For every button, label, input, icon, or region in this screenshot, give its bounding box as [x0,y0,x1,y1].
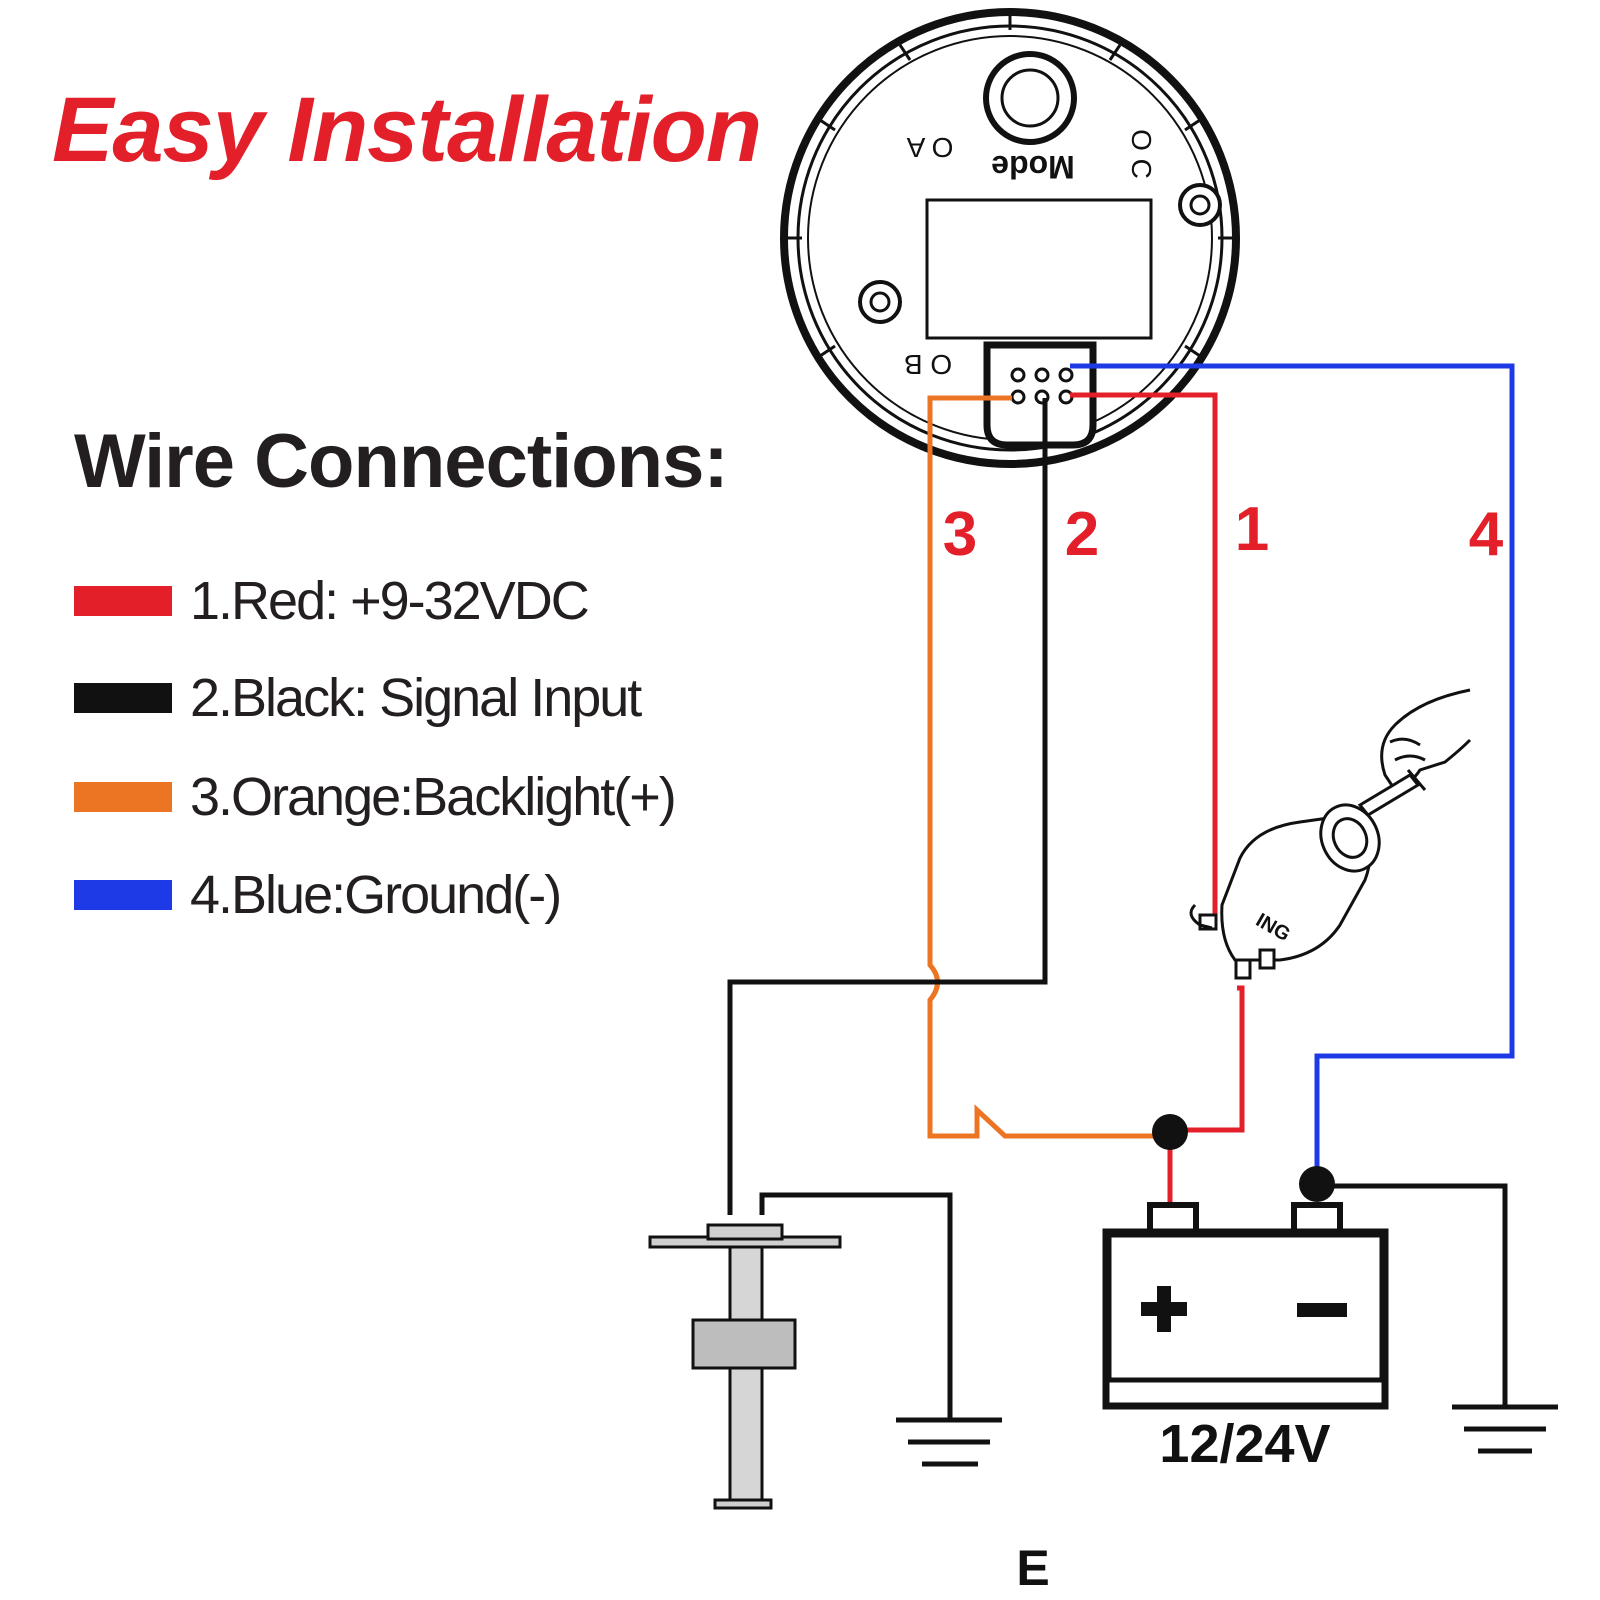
battery-minus-bar [1297,1303,1347,1317]
positive-junction [1152,1114,1188,1150]
ground-symbol-left [896,1417,1002,1467]
battery-plus-bar-v [1157,1286,1171,1332]
a-label: O A [906,132,953,163]
red-wire-swatch [74,586,172,616]
label-plate [925,198,1153,340]
mode-label: Mode [991,149,1075,185]
wire-number-1: 1 [1235,495,1269,564]
wire-number-4: 4 [1469,500,1504,569]
blue-wire [1070,363,1515,1186]
battery-voltage-label: 12/24V [1159,1414,1330,1474]
wire-connections-heading: Wire Connections: [74,419,729,504]
legend-label-orange: 3.Orange:Backlight(+) [190,767,677,827]
black-wire-swatch [74,683,172,713]
orange-wire-swatch [74,782,172,812]
battery [1102,1202,1389,1410]
wire-connector [983,341,1097,449]
orange-wire [927,395,1170,1139]
wire-number-2: 2 [1065,500,1099,569]
black-wire-ground [759,1192,953,1418]
sender-label: E [1016,1540,1049,1596]
red-wire-upper [1070,392,1218,920]
mount-screw-left [858,280,902,324]
mount-screw-right [1178,183,1222,227]
legend-label-red: 1.Red: +9-32VDC [190,571,590,631]
gauge-rear: Mode O A O C O B [780,8,1240,468]
black-wire-battery-ground [1317,1183,1508,1405]
legend-label-black: 2.Black: Signal Input [190,668,642,728]
c-label: O C [1126,129,1157,179]
b-label: O B [904,349,952,380]
red-wire-lower [1167,985,1245,1205]
page-title: Easy Installation [52,79,762,181]
ground-junction [1299,1166,1335,1202]
legend-label-blue: 4.Blue:Ground(-) [190,865,562,925]
wire-number-3: 3 [943,500,977,569]
fuel-sender [648,1223,842,1510]
mode-button [983,51,1077,145]
ignition-switch [1189,688,1472,980]
blue-wire-swatch [74,880,172,910]
ground-symbol-right [1452,1404,1558,1454]
black-wire-signal [727,398,1048,1215]
